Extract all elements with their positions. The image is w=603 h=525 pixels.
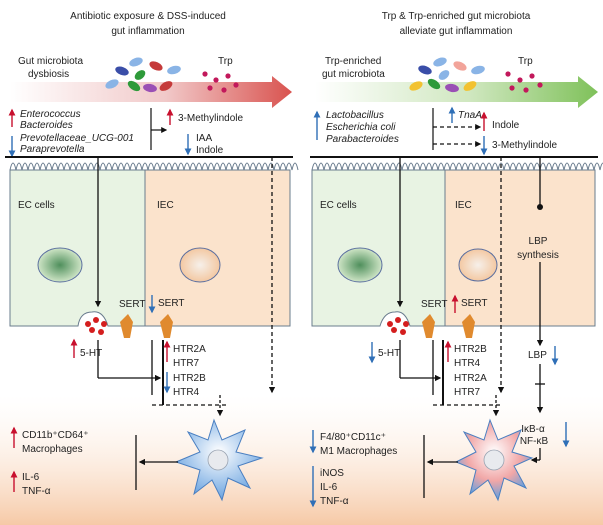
left-title-line1: Antibiotic exposure & DSS-induced (70, 11, 226, 22)
left-title-line2: gut inflammation (111, 26, 184, 37)
right-5ht-granules (387, 317, 409, 335)
right-receptor-3: HTR2A (454, 373, 487, 384)
right-cytokine-2: IL-6 (320, 482, 338, 493)
right-ec-label: EC cells (320, 200, 357, 211)
left-microvilli (9, 162, 299, 171)
left-receptor-4: HTR4 (173, 387, 200, 398)
left-receptor-1: HTR2A (173, 344, 206, 355)
right-iec-sert-label: SERT (461, 298, 488, 309)
left-met-up: 3-Methylindole (178, 113, 243, 124)
right-taxon-1: Lactobacillus (326, 110, 384, 121)
left-taxon-down-1: Prevotellaceae_UCG-001 (20, 133, 134, 144)
left-bacteria-cluster (105, 57, 181, 93)
right-sert-transporter-1 (422, 314, 435, 338)
left-met-down-2: Indole (196, 145, 224, 156)
left-outcome-line2: Macrophages (22, 444, 83, 455)
left-5ht-label: 5-HT (80, 348, 102, 359)
left-dysbiosis-line1: Gut microbiota (18, 56, 83, 67)
left-iec-sert-label: SERT (158, 298, 185, 309)
right-title-line1: Trp & Trp-enriched gut microbiota (382, 11, 531, 22)
right-outcome-line2: M1 Macrophages (320, 446, 397, 457)
right-bacteria-cluster (409, 57, 485, 93)
left-ec-nucleus (37, 247, 83, 283)
left-taxon-up-2: Bacteroides (20, 120, 73, 131)
left-panel: Antibiotic exposure & DSS-induced gut in… (5, 11, 299, 502)
left-trp-label: Trp (218, 56, 233, 67)
left-sert-transporter-2 (160, 314, 173, 338)
right-receptor-2: HTR4 (454, 358, 481, 369)
left-taxon-down-2: Paraprevotella (20, 144, 85, 155)
right-ec-cell (311, 169, 446, 327)
right-lbp-synthesis-line2: synthesis (517, 250, 559, 261)
left-ec-sert-label: SERT (119, 299, 146, 310)
right-iec-nucleus (458, 248, 498, 282)
left-ec-cell (9, 169, 146, 327)
right-sert-transporter-2 (462, 314, 475, 338)
left-dysbiosis-line2: dysbiosis (28, 69, 69, 80)
left-ec-label: EC cells (18, 200, 55, 211)
right-iec-cell (444, 169, 596, 327)
right-outcome-line1: F4/80⁺CD11c⁺ (320, 432, 386, 443)
right-gradient-arrow (315, 76, 598, 108)
right-nfkb-label: NF-κB (520, 436, 549, 447)
left-iec-label: IEC (157, 200, 174, 211)
left-cytokine-2: TNF-α (22, 486, 51, 497)
right-ec-nucleus (337, 247, 383, 283)
left-iec-nucleus (179, 247, 221, 283)
left-outcome-line1: CD11b⁺CD64⁺ (22, 430, 89, 441)
right-panel: Trp & Trp-enriched gut microbiota allevi… (309, 11, 603, 508)
right-microbiota-line1: Trp-enriched (325, 56, 381, 67)
right-microbiota-line2: gut microbiota (322, 69, 385, 80)
right-tnaa-label: TnaA (458, 110, 482, 121)
right-met-down: 3-Methylindole (492, 140, 557, 151)
left-trp-dots (202, 71, 239, 93)
right-lbp-label: LBP (528, 350, 547, 361)
right-trp-dots (505, 71, 543, 93)
right-taxon-2: Escherichia coli (326, 122, 396, 133)
right-5ht-label: 5-HT (378, 348, 400, 359)
left-receptor-2: HTR7 (173, 358, 200, 369)
left-cytokine-1: IL-6 (22, 472, 40, 483)
right-ikb-label: IκB-α (521, 424, 545, 435)
right-taxon-3: Parabacteroides (326, 134, 399, 145)
left-taxon-up-1: Enterococcus (20, 109, 81, 120)
right-met-up: Indole (492, 120, 520, 131)
right-iec-label: IEC (455, 200, 472, 211)
left-met-down-1: IAA (196, 133, 212, 144)
left-iec-cell (144, 169, 291, 327)
right-receptor-4: HTR7 (454, 387, 481, 398)
right-title-line2: alleviate gut inflammation (400, 26, 513, 37)
right-cytokine-1: iNOS (320, 468, 344, 479)
right-trp-label: Trp (518, 56, 533, 67)
right-receptor-1: HTR2B (454, 344, 487, 355)
left-sert-transporter-1 (120, 314, 133, 338)
left-receptor-3: HTR2B (173, 373, 206, 384)
left-5ht-granules (85, 317, 107, 335)
right-ec-sert-label: SERT (421, 299, 448, 310)
right-lbp-synthesis-line1: LBP (529, 236, 548, 247)
right-cytokine-3: TNF-α (320, 496, 349, 507)
right-microvilli (311, 162, 603, 171)
